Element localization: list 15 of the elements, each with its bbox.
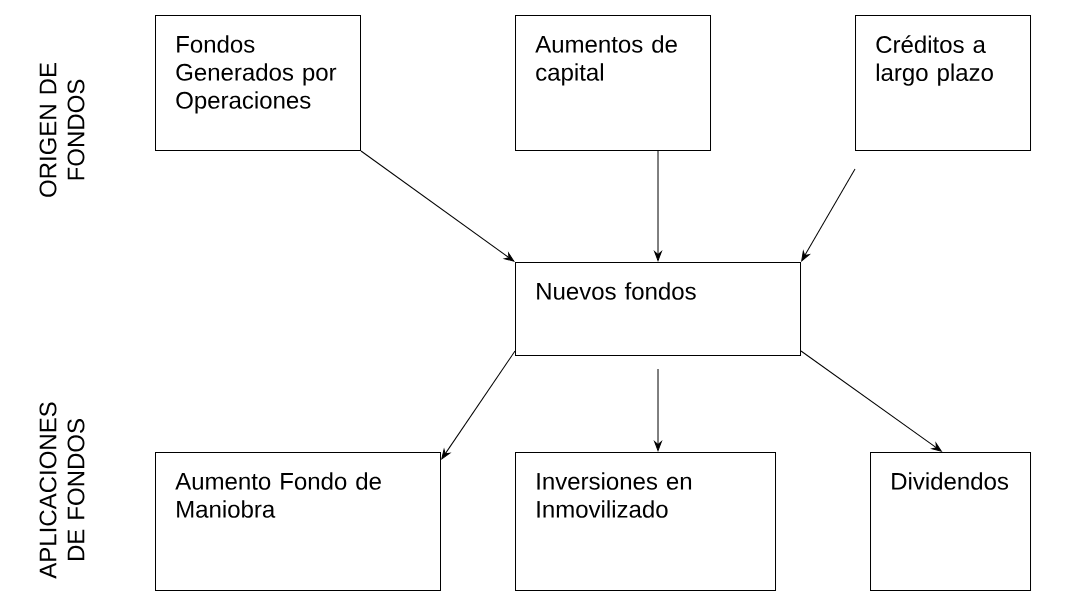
arrow xyxy=(801,168,856,262)
process-box: Aumento Fondo de Maniobra xyxy=(155,452,441,591)
process-box: Aumentos de capital xyxy=(515,15,711,151)
side-label: ORIGEN DE FONDOS xyxy=(39,63,85,197)
process-box: Créditos a largo plazo xyxy=(855,15,1031,151)
process-box: Dividendos xyxy=(870,452,1031,591)
side-label: APLICACIONES DE FONDOS xyxy=(39,402,85,579)
process-box: Nuevos fondos xyxy=(515,262,801,356)
arrow xyxy=(654,150,662,262)
arrow xyxy=(360,150,515,262)
arrow xyxy=(800,350,942,452)
process-box: Inversiones en Inmovilizado xyxy=(515,452,776,591)
arrow xyxy=(654,368,662,452)
arrow xyxy=(441,350,516,460)
process-box: Fondos Generados por Operaciones xyxy=(155,15,361,151)
